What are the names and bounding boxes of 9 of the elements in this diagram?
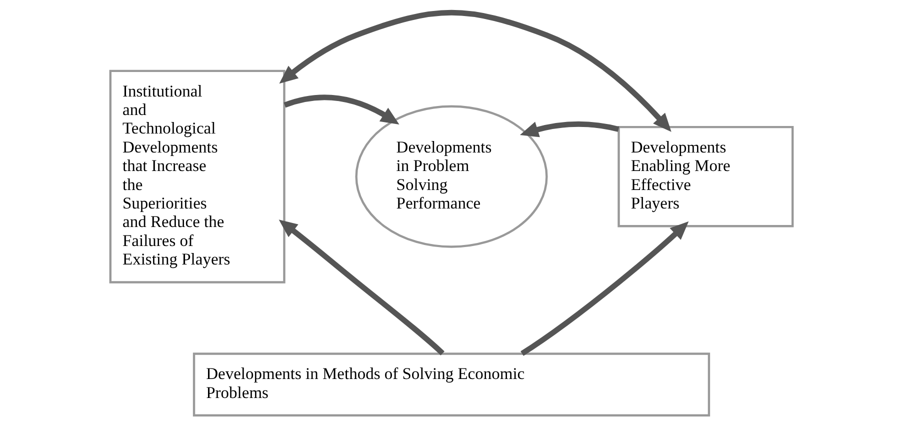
node-ellipse: Developments in Problem Solving Performance — [354, 105, 548, 248]
node-box: Developments Enabling More Effective Players — [617, 126, 794, 228]
arrow — [520, 221, 688, 356]
arrow — [519, 121, 619, 138]
node-box: Institutional and Technological Developments that Increase the Superiorities and Reduce the Failures of Existing Players — [108, 70, 285, 284]
arrow — [283, 94, 399, 124]
node-box: Developments in Methods of Solving Economic Problems — [192, 352, 710, 416]
arrow — [278, 220, 444, 356]
arrow — [278, 10, 671, 132]
